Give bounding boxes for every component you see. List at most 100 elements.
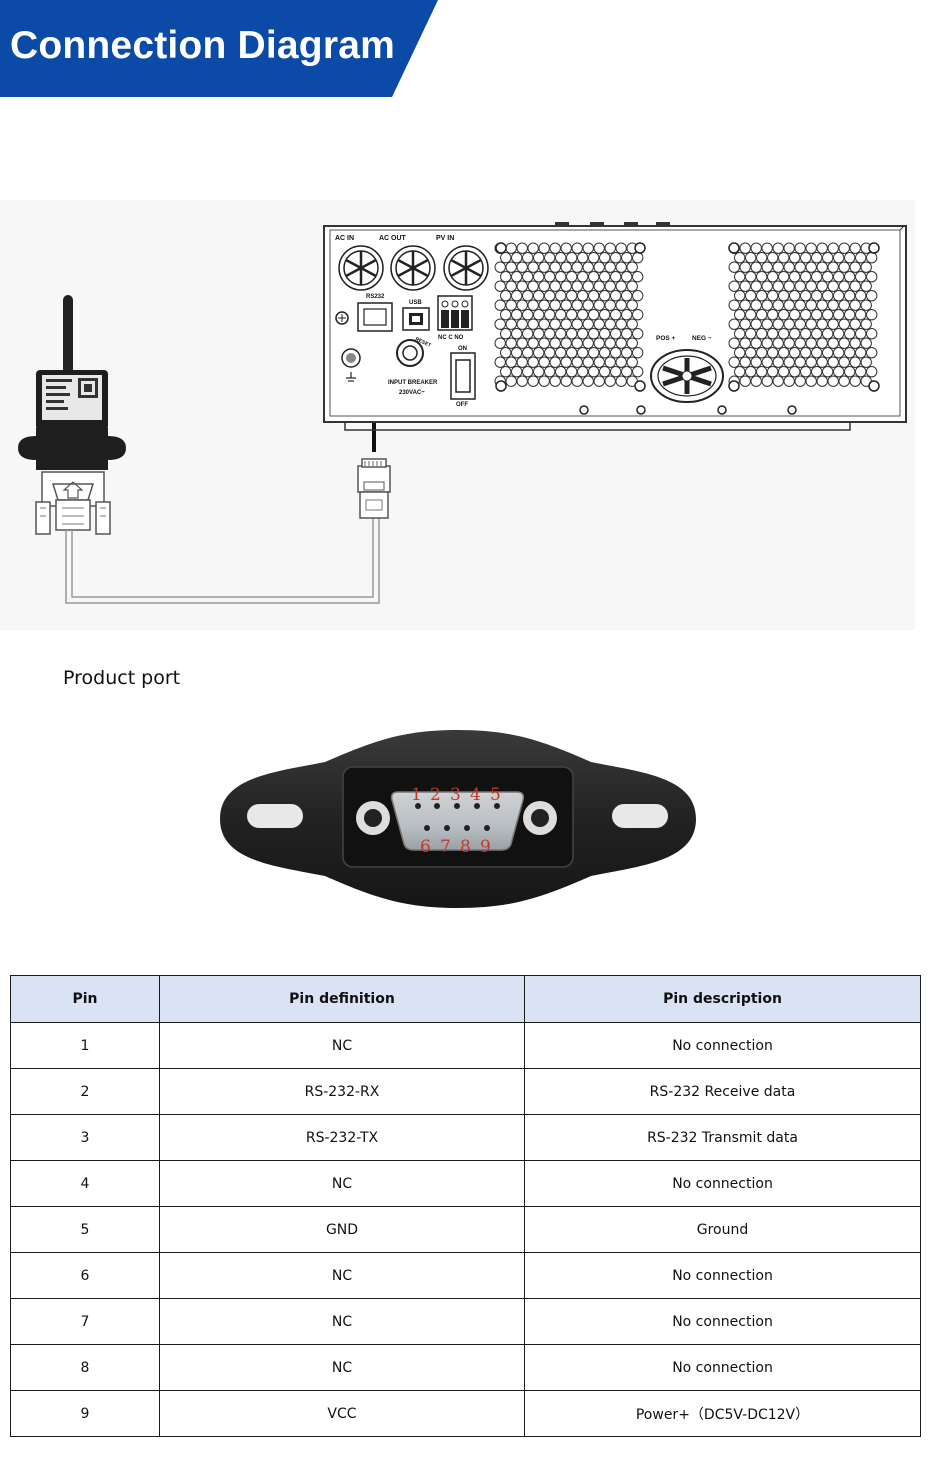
vent-hole (566, 252, 578, 264)
pin-cell: 4 (10, 1160, 160, 1207)
vent-hole (860, 261, 872, 273)
vent-hole (756, 328, 768, 340)
vent-hole (827, 242, 839, 254)
pin-number-5: 5 (490, 785, 501, 805)
vent-hole (778, 347, 790, 359)
vent-hole (527, 375, 539, 387)
vent-hole (610, 309, 622, 321)
vent-hole (756, 309, 768, 321)
vent-hole (511, 366, 523, 378)
vent-hole (767, 328, 779, 340)
vent-hole (582, 318, 594, 330)
vent-hole (588, 252, 600, 264)
description-cell: No connection (524, 1344, 921, 1391)
vent-hole (772, 261, 784, 273)
vent-hole (783, 337, 795, 349)
vent-hole (816, 280, 828, 292)
vent-hole (750, 261, 762, 273)
vent-hole (566, 271, 578, 283)
vent-hole (794, 356, 806, 368)
vent-hole (805, 261, 817, 273)
vent-hole (734, 328, 746, 340)
vent-hole (615, 242, 627, 254)
vent-hole (827, 337, 839, 349)
table-row: 1 NC No connection (10, 1022, 921, 1069)
vent-hole (816, 261, 828, 273)
description-cell: No connection (524, 1022, 921, 1069)
vent-hole (610, 347, 622, 359)
vent-hole (783, 318, 795, 330)
vent-hole (811, 290, 823, 302)
vent-hole (739, 242, 751, 254)
vent-hole (866, 271, 878, 283)
vent-hole (538, 280, 550, 292)
vent-hole (599, 271, 611, 283)
vent-hole (533, 366, 545, 378)
definition-cell: NC (159, 1160, 525, 1207)
vent-hole (511, 347, 523, 359)
vent-hole (739, 318, 751, 330)
vent-hole (778, 290, 790, 302)
vent-hole (593, 375, 605, 387)
vent-hole (739, 375, 751, 387)
vent-hole (621, 366, 633, 378)
vent-hole (571, 375, 583, 387)
vent-hole (511, 328, 523, 340)
vent-hole (577, 366, 589, 378)
vent-hole (621, 271, 633, 283)
vent-hole (800, 366, 812, 378)
vent-hole (632, 309, 644, 321)
vent-hole (494, 318, 506, 330)
vent-hole (728, 261, 740, 273)
neg-label: NEG − (692, 335, 712, 342)
vent-hole (582, 375, 594, 387)
vent-hole (750, 299, 762, 311)
vent-hole (560, 375, 572, 387)
vent-hole (794, 375, 806, 387)
vent-hole (604, 299, 616, 311)
vent-hole (577, 252, 589, 264)
vent-hole (866, 366, 878, 378)
vent-hole (805, 337, 817, 349)
vent-hole (626, 299, 638, 311)
vent-hole (604, 337, 616, 349)
vent-hole (739, 299, 751, 311)
vent-hole (588, 366, 600, 378)
vent-hole (745, 252, 757, 264)
on-label: ON (458, 346, 467, 352)
description-cell: No connection (524, 1160, 921, 1207)
vent-hole (783, 375, 795, 387)
vent-hole (816, 242, 828, 254)
vent-hole (789, 271, 801, 283)
vent-hole (549, 318, 561, 330)
vent-hole (511, 290, 523, 302)
vent-hole (772, 299, 784, 311)
vent-hole (772, 318, 784, 330)
vent-hole (761, 375, 773, 387)
vent-hole (505, 318, 517, 330)
vent-hole (739, 337, 751, 349)
page-title: Connection Diagram (10, 24, 395, 67)
definition-cell: NC (159, 1298, 525, 1345)
vent-hole (789, 366, 801, 378)
vent-hole (544, 328, 556, 340)
definition-cell: NC (159, 1252, 525, 1299)
vent-hole (800, 252, 812, 264)
vent-hole (778, 366, 790, 378)
vent-hole (571, 280, 583, 292)
vent-hole (533, 271, 545, 283)
vent-hole (626, 356, 638, 368)
vent-hole (527, 356, 539, 368)
off-label: OFF (456, 402, 468, 408)
vent-hole (560, 356, 572, 368)
vent-hole (866, 347, 878, 359)
vent-hole (604, 280, 616, 292)
vent-hole (626, 318, 638, 330)
vent-hole (827, 261, 839, 273)
description-cell: RS-232 Transmit data (524, 1114, 921, 1161)
vent-hole (734, 347, 746, 359)
vent-hole (860, 280, 872, 292)
vent-hole (811, 347, 823, 359)
definition-cell: NC (159, 1344, 525, 1391)
vent-hole (838, 356, 850, 368)
